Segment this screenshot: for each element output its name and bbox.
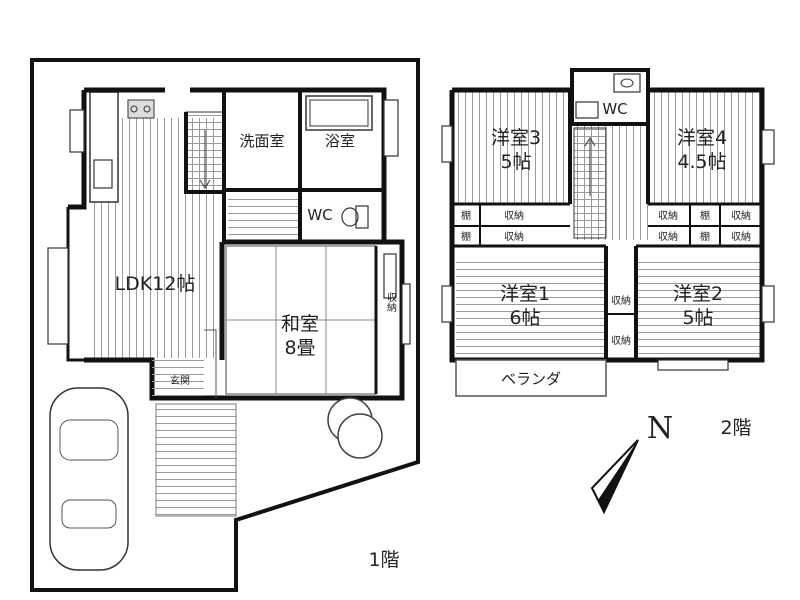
room4-storage-right-label: 収納 (731, 209, 751, 222)
room1-storage-label: 収納 (504, 230, 524, 243)
wc-1f-label: WC (307, 206, 332, 224)
kitchen-counter (89, 91, 119, 203)
washitsu-size-label: 8畳 (284, 337, 315, 359)
kitchen-sink-icon (93, 159, 113, 189)
car-icon (49, 387, 129, 571)
room1-name-label: 洋室1 (500, 283, 550, 305)
ldk-label: LDK12帖 (115, 273, 196, 295)
room2-shelf-label: 棚 (700, 230, 710, 243)
room3-storage-label: 収納 (504, 209, 524, 222)
room2-storage-right-label: 収納 (731, 230, 751, 243)
veranda-label: ベランダ (501, 370, 561, 388)
room2-floor (636, 260, 762, 356)
wc-2f-label: WC (602, 100, 627, 118)
entrance-label: 玄関 (170, 374, 190, 387)
room4-floor (650, 92, 762, 204)
floor2-plan: 洋室3 5帖 洋室4 4.5帖 洋室1 6帖 洋室2 5帖 WC 棚 収納 棚 … (441, 68, 775, 439)
room1-shelf-label: 棚 (461, 230, 471, 243)
washitsu-name-label: 和室 (281, 313, 319, 335)
room4-shelf-label: 棚 (700, 209, 710, 222)
middle-storage-upper-label: 収納 (611, 294, 631, 307)
room3-shelf-label: 棚 (461, 209, 471, 222)
washroom-label: 洗面室 (239, 132, 284, 150)
room1-floor (456, 260, 606, 356)
room4-name-label: 洋室4 (677, 127, 727, 149)
room3-name-label: 洋室3 (491, 127, 541, 149)
room4-size-label: 4.5帖 (677, 151, 726, 173)
room2-size-label: 5帖 (682, 307, 713, 329)
bathtub-icon (305, 95, 373, 131)
room3-size-label: 5帖 (500, 151, 531, 173)
washitsu-storage-label: 収納 (385, 292, 397, 313)
entrance-floor (152, 360, 204, 398)
washitsu-tatami (225, 245, 377, 395)
wc-2f-toilet-icon (575, 101, 599, 119)
north-label: N (647, 411, 673, 446)
stove-icon (127, 99, 155, 119)
approach-steps (155, 403, 237, 517)
floor1-plan: LDK12帖 洗面室 浴室 WC 和室 8畳 収納 玄関 1階 (30, 58, 420, 592)
wc-2f-sink-icon (613, 73, 641, 93)
room4-storage-left-label: 収納 (658, 209, 678, 222)
room2-storage-left-label: 収納 (658, 230, 678, 243)
compass: N (590, 411, 673, 515)
floor1-label: 1階 (368, 549, 399, 571)
veranda (455, 359, 607, 397)
room3-floor (456, 92, 568, 204)
room2-name-label: 洋室2 (673, 283, 723, 305)
floor2-label: 2階 (720, 417, 751, 439)
site-boundary (30, 58, 420, 592)
bath-label: 浴室 (325, 132, 355, 150)
room1-size-label: 6帖 (509, 307, 540, 329)
toilet-icon (355, 205, 369, 229)
middle-storage-lower-label: 収納 (611, 334, 631, 347)
